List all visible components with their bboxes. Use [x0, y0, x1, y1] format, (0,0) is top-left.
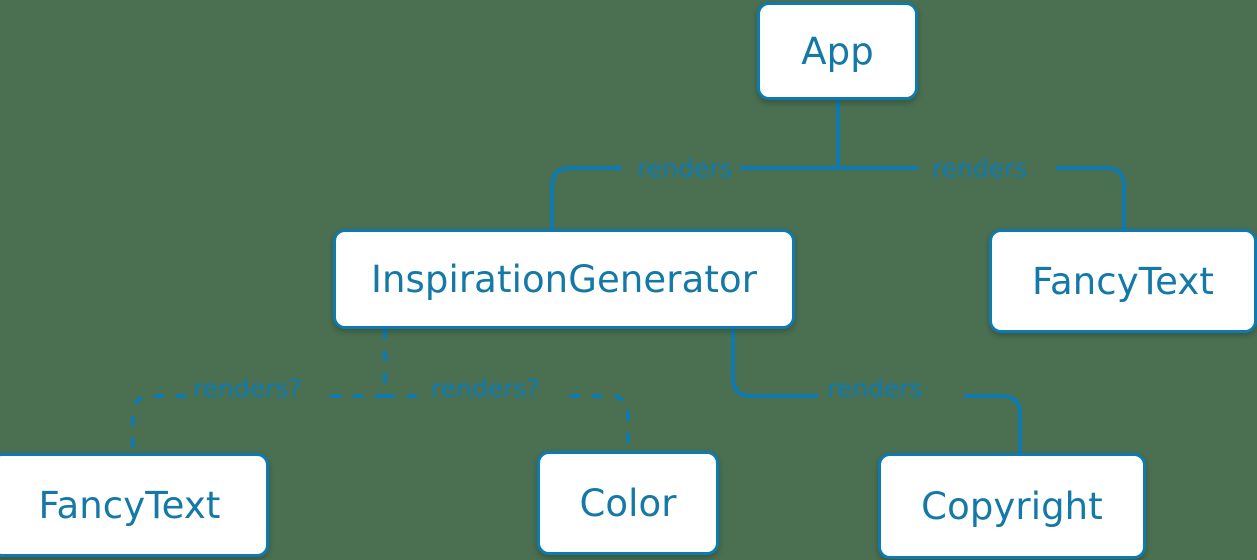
edge-inspiration-to-color — [385, 394, 630, 451]
edge-label-inspiration-to-color: renders? — [431, 374, 540, 403]
edge-inspiration-to-fancytext — [131, 394, 385, 453]
node-app-label: App — [801, 29, 874, 73]
node-color[interactable]: Color — [537, 451, 719, 555]
node-fancytext-bottom-label: FancyText — [38, 483, 221, 527]
node-copyright[interactable]: Copyright — [878, 453, 1146, 559]
node-fancytext-top-label: FancyText — [1032, 259, 1214, 303]
edge-label-app-to-fancytext: renders — [932, 154, 1028, 183]
node-app[interactable]: App — [757, 2, 918, 100]
edge-label-app-to-inspiration: renders — [637, 154, 733, 183]
node-fancytext-top[interactable]: FancyText — [989, 229, 1257, 333]
node-color-label: Color — [579, 481, 677, 525]
node-fancytext-bottom[interactable]: FancyText — [0, 453, 269, 557]
node-inspiration-generator[interactable]: InspirationGenerator — [333, 229, 795, 329]
node-inspiration-generator-label: InspirationGenerator — [370, 257, 758, 301]
edge-label-inspiration-to-copyright: renders — [827, 374, 923, 403]
node-copyright-label: Copyright — [921, 484, 1103, 528]
edge-label-inspiration-to-fancytext: renders? — [193, 374, 302, 403]
